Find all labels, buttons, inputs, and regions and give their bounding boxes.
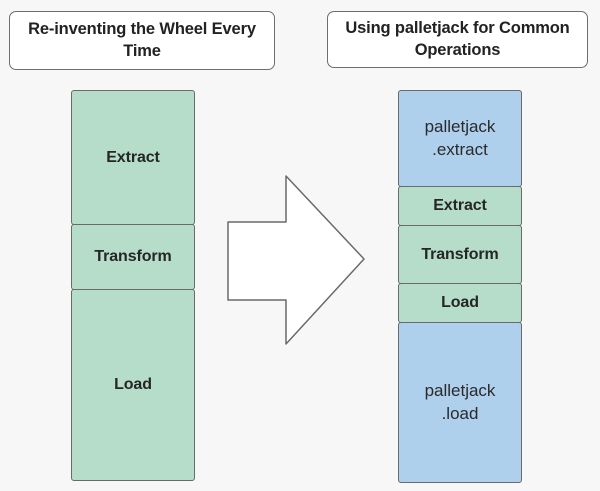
right-block-transform: Transform xyxy=(398,225,522,284)
left-panel-title: Re-inventing the Wheel Every Time xyxy=(9,11,275,70)
left-stack: Extract Transform Load xyxy=(71,90,195,481)
right-block-extract: Extract xyxy=(398,186,522,226)
right-panel-title: Using palletjack for Common Operations xyxy=(327,11,588,68)
right-block-palletjack-load: palletjack .load xyxy=(398,322,522,483)
right-stack: palletjack .extract Extract Transform Lo… xyxy=(398,90,522,483)
left-block-extract: Extract xyxy=(71,90,195,225)
left-block-transform: Transform xyxy=(71,224,195,290)
right-block-load: Load xyxy=(398,283,522,323)
left-block-load: Load xyxy=(71,289,195,481)
right-arrow-icon xyxy=(224,172,368,348)
right-block-palletjack-extract: palletjack .extract xyxy=(398,90,522,187)
